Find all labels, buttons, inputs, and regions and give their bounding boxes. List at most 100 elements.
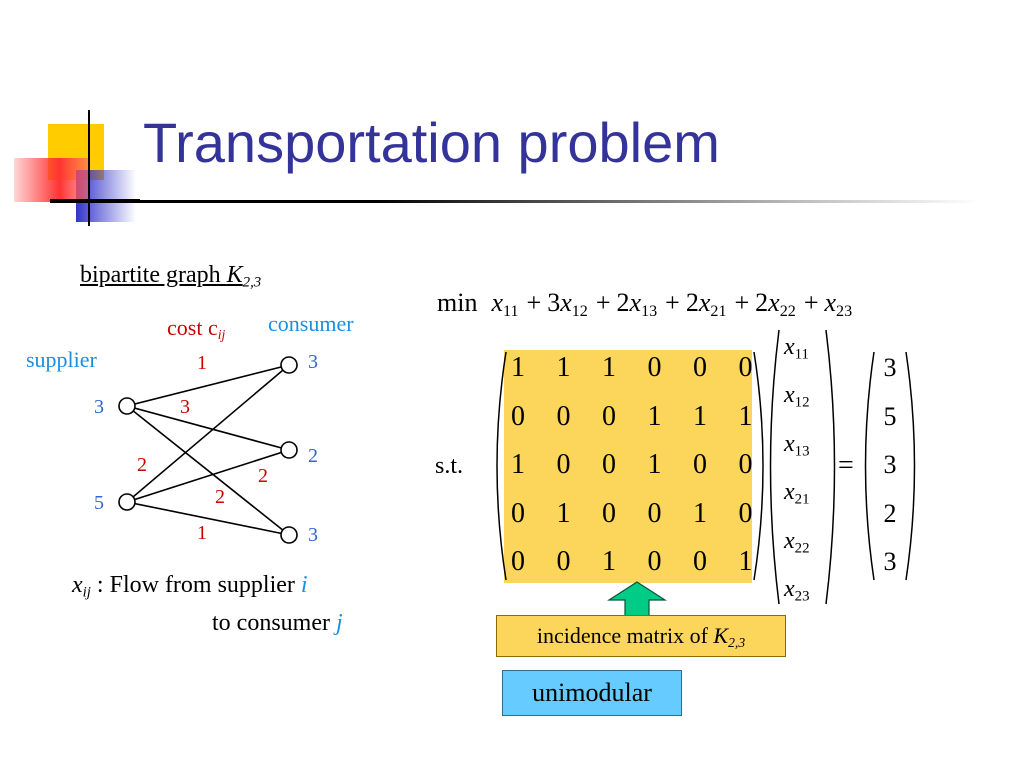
variable-letter: x	[784, 382, 795, 409]
callout-text: incidence matrix of	[536, 623, 714, 648]
cost-label-text: cost c	[167, 315, 218, 340]
graph-heading-text: bipartite graph	[80, 262, 227, 288]
flow-note-line1: xij : Flow from supplier i	[72, 572, 308, 601]
consumer-node-2	[280, 441, 298, 459]
variable-sub: 21	[794, 491, 810, 508]
rhs-entry: 5	[883, 401, 897, 431]
rhs-entry: 2	[883, 498, 897, 528]
objective-coef: 2	[616, 288, 630, 317]
matrix-cell: 1	[647, 449, 662, 480]
graph-heading-k-sub: 2,3	[242, 274, 262, 291]
consumer-node-1	[280, 356, 298, 374]
objective-term-4: +2x21	[665, 288, 727, 320]
matrix-cell: 1	[602, 352, 616, 383]
edge-cost-s2-c3: 1	[197, 522, 207, 544]
matrix-cell: 1	[738, 400, 753, 432]
slide-title: Transportation problem	[143, 111, 720, 174]
matrix-cell: 1	[556, 497, 571, 529]
objective-term-2: +3x12	[526, 288, 588, 320]
variable-sub: 12	[794, 394, 810, 411]
consumer-node-3	[280, 526, 298, 544]
objective-plus-sign: +	[526, 288, 542, 317]
matrix-cell: 0	[511, 546, 525, 577]
objective-var: x	[768, 288, 780, 317]
demand-value-2: 2	[308, 445, 318, 467]
matrix-cell: 0	[693, 546, 707, 577]
unimodular-label: unimodular	[502, 670, 682, 716]
matrix-cell: 1	[602, 546, 616, 577]
matrix-cell: 1	[693, 400, 707, 432]
rhs-entry: 3	[883, 353, 897, 382]
flow-var-sub: ij	[82, 584, 91, 601]
matrix-cell: 0	[738, 497, 753, 529]
demand-value-3: 3	[308, 524, 318, 546]
variable-letter: x	[784, 576, 795, 602]
supply-value-2: 5	[94, 492, 104, 514]
variable-letter: x	[784, 334, 795, 360]
edge-s2-c3	[126, 501, 290, 536]
flow-note-text1: : Flow from supplier	[90, 572, 301, 598]
edge-s2-c2	[126, 449, 290, 503]
objective-terms: x11+3x12+2x13+2x21+2x22+x23	[477, 288, 852, 320]
objective-term-5: +2x22	[735, 288, 796, 320]
objective-var-sub: 11	[503, 302, 519, 320]
matrix-cell: 0	[738, 352, 753, 383]
objective-var: x	[698, 288, 711, 317]
matrix-cell: 0	[602, 400, 616, 432]
objective-var: x	[629, 288, 642, 317]
objective-plus-sign: +	[595, 288, 611, 317]
flow-index-j: j	[335, 610, 343, 636]
callout-k-sub: 2,3	[728, 635, 746, 651]
rhs-entry: 3	[883, 547, 897, 576]
variable-sub: 23	[794, 588, 810, 605]
min-label: min	[437, 288, 478, 317]
matrix-cell: 1	[511, 449, 525, 480]
edge-cost-s1-c1: 1	[197, 352, 207, 374]
matrix-cell: 0	[738, 449, 753, 480]
matrix-cell: 1	[738, 546, 753, 577]
matrix-cell: 0	[556, 546, 571, 577]
bipartite-graph: 3 5 3 2 3 1 3 2 2 2 1	[94, 351, 318, 546]
variable-letter: x	[784, 430, 795, 457]
matrix-cell: 1	[556, 352, 571, 383]
objective-var-sub: 22	[779, 302, 796, 320]
incidence-matrix-highlight	[504, 350, 752, 583]
variable-entry: x13	[784, 430, 810, 459]
matrix-cell: 0	[647, 352, 662, 383]
objective-var: x	[824, 288, 837, 317]
callout-k: K	[713, 623, 729, 648]
edge-s1-c1	[126, 364, 290, 407]
supply-value-1: 3	[94, 396, 104, 418]
title-underline	[50, 200, 980, 203]
matrix-cell: 0	[693, 352, 707, 383]
flow-var: x	[72, 572, 83, 598]
matrix-cell: 1	[647, 400, 662, 432]
edge-cost-s2-c2: 2	[215, 486, 225, 508]
objective-var-sub: 21	[710, 302, 727, 320]
variable-entry: x12	[784, 382, 810, 411]
objective-var-sub: 12	[571, 302, 588, 320]
variable-entry: x23	[784, 576, 810, 605]
objective-term-1: x11	[491, 288, 519, 320]
matrix-cell: 1	[693, 497, 707, 529]
supplier-node-1	[118, 397, 136, 415]
objective-var: x	[560, 288, 572, 317]
edge-s1-c2	[126, 405, 290, 451]
objective-coef: 2	[755, 288, 769, 317]
edge-cost-s1-c2: 3	[180, 396, 190, 418]
variable-entry: x11	[784, 334, 809, 362]
variable-entry: x21	[784, 479, 810, 508]
supplier-node-2	[118, 493, 136, 511]
edge-cost-s2-c1: 2	[137, 454, 147, 476]
variable-letter: x	[784, 479, 795, 506]
variable-letter: x	[784, 527, 795, 554]
up-arrow-icon	[607, 581, 667, 619]
rhs-entry: 3	[883, 450, 897, 479]
objective-coef: 3	[547, 288, 561, 317]
cost-label-sub: ij	[217, 327, 226, 343]
matrix-cell: 0	[511, 497, 525, 529]
matrix-cell: 0	[602, 497, 616, 529]
matrix-cell: 0	[556, 400, 571, 432]
